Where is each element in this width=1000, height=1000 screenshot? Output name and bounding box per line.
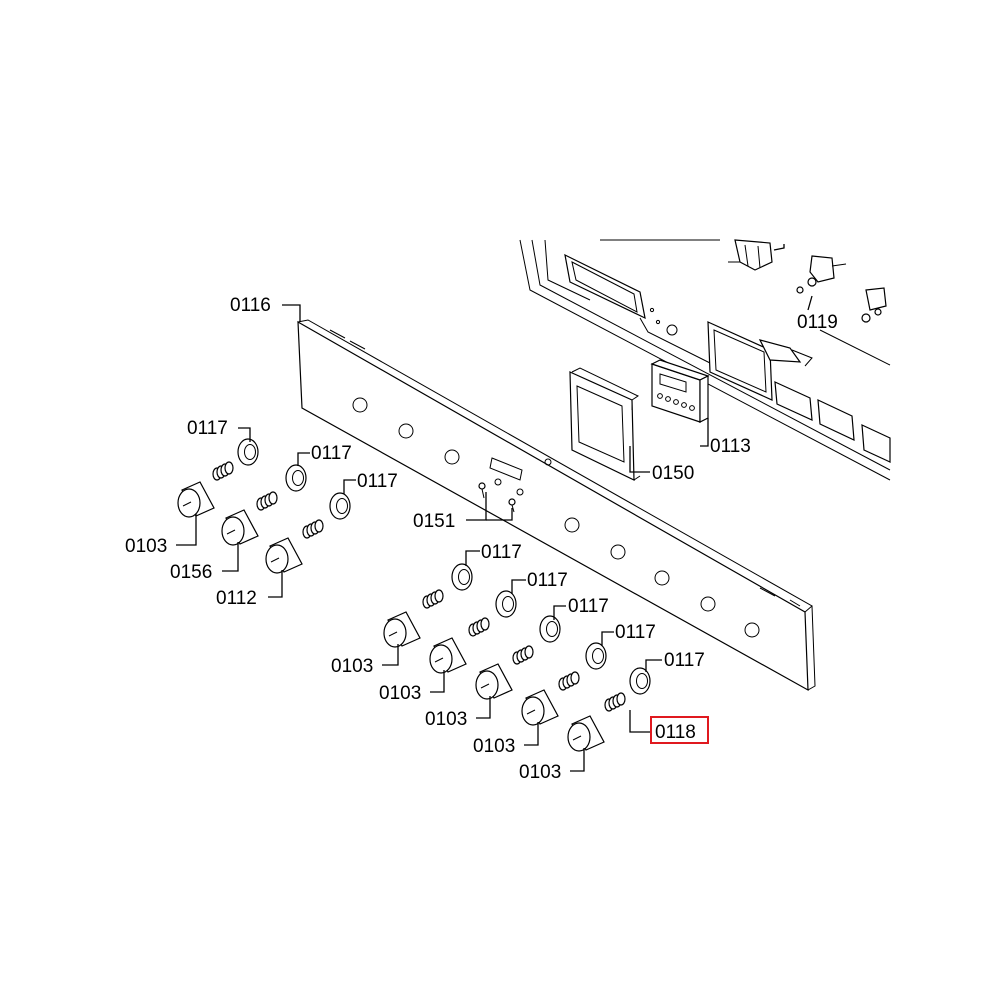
knob-pointer (226, 529, 236, 535)
leader-lines (176, 295, 813, 772)
label-0103: 0103 (425, 709, 467, 730)
knob-pointer (182, 501, 192, 507)
label-0156: 0156 (170, 562, 212, 583)
label-0103: 0103 (331, 656, 373, 677)
label-0117: 0117 (357, 471, 398, 492)
spring-coil (224, 461, 234, 475)
knob-pointer (270, 557, 280, 563)
label-0117: 0117 (664, 650, 705, 671)
bracket-drawing (569, 367, 641, 481)
screws-drawing (478, 482, 516, 513)
highlight-box-0118 (650, 716, 709, 744)
part-labels: 0116 0117 0117 0117 0117 0117 0117 0117 … (125, 295, 838, 783)
knob-pointer (388, 631, 398, 637)
bezel-ring-inner (458, 569, 470, 585)
spring-coil (434, 589, 444, 603)
clock-module-drawing (650, 359, 710, 423)
bezel-ring-inner (292, 470, 304, 486)
bezel-ring-inner (502, 596, 514, 612)
label-0103: 0103 (379, 683, 421, 704)
bezel-ring-inner (546, 621, 558, 637)
spring-coil (524, 645, 534, 659)
label-0150: 0150 (652, 463, 694, 484)
oven-frame-drawing (519, 239, 891, 481)
knob-pointer (480, 683, 490, 689)
bezel-ring-inner (244, 444, 256, 460)
label-0117: 0117 (527, 570, 568, 591)
label-0112: 0112 (216, 588, 257, 609)
spring-coil (570, 671, 580, 685)
label-0117: 0117 (568, 596, 609, 617)
knob-pointer (572, 735, 582, 741)
knob-pointer (434, 657, 444, 663)
spring-coil (314, 519, 324, 533)
label-0113: 0113 (710, 436, 751, 457)
label-0103: 0103 (473, 736, 515, 757)
label-0116: 0116 (230, 295, 271, 316)
spring-coil (268, 491, 278, 505)
label-0119: 0119 (797, 312, 838, 333)
label-0103: 0103 (519, 762, 561, 783)
bezel-ring-inner (592, 648, 604, 664)
spring-coil (616, 692, 626, 706)
label-0118: 0118 (655, 722, 696, 743)
label-0117: 0117 (187, 418, 228, 439)
knob-pointer (526, 709, 536, 715)
label-0117: 0117 (311, 443, 352, 464)
bezel-ring-inner (636, 673, 648, 689)
label-0103: 0103 (125, 536, 167, 557)
bezel-ring-inner (336, 498, 348, 514)
control-panel-drawing (297, 319, 816, 692)
label-0151: 0151 (413, 511, 455, 532)
label-0117: 0117 (481, 542, 522, 563)
label-0117: 0117 (615, 622, 656, 643)
spring-coil (480, 617, 490, 631)
knob-parts-drawing (177, 438, 651, 752)
